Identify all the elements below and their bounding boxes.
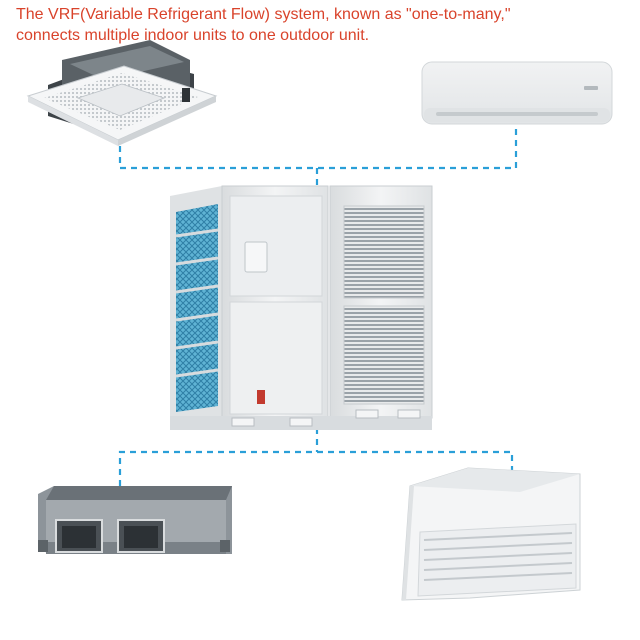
caption-line-1: The VRF(Variable Refrigerant Flow) syste…: [16, 6, 511, 23]
ducted-unit-icon: [38, 486, 232, 554]
connector-bottom: [118, 450, 514, 486]
wall-mounted-split-unit-icon: [421, 61, 613, 125]
caption-line-2: connects multiple indoor units to one ou…: [16, 27, 370, 44]
vrf-outdoor-unit-icon: [170, 185, 433, 430]
diagram-caption: The VRF(Variable Refrigerant Flow) syste…: [16, 4, 626, 46]
ceiling-cassette-unit-icon: [26, 40, 218, 146]
floor-ceiling-unit-icon: [401, 467, 581, 601]
connector-top: [118, 128, 518, 170]
